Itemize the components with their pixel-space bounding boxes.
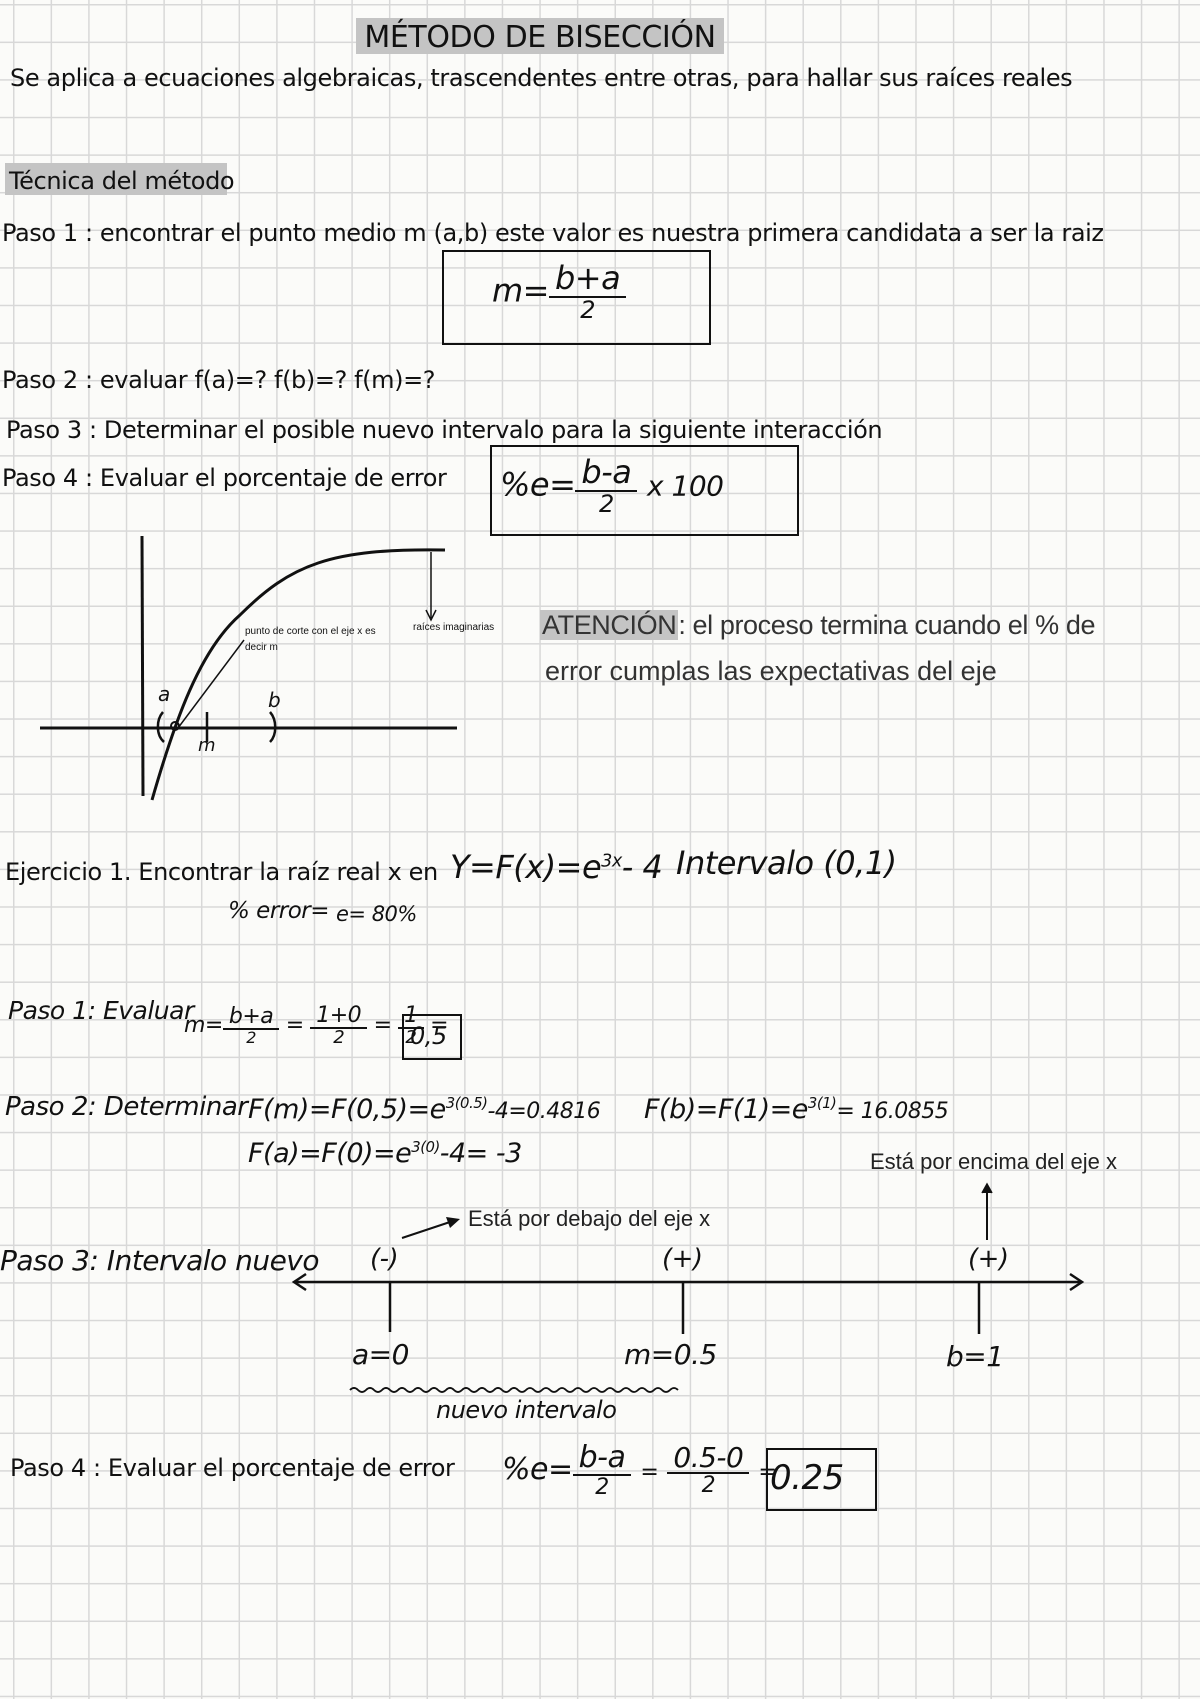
solution-step-1-frac2-num: 1+0 <box>310 1004 368 1030</box>
step-3-text: Paso 3 : Determinar el posible nuevo int… <box>6 416 883 444</box>
solution-step-1-eq1: = <box>285 1012 304 1038</box>
formula-e-box <box>490 445 799 536</box>
solution-step-4-label: Paso 4 : Evaluar el porcentaje de error <box>10 1454 455 1482</box>
step-2-text: Paso 2 : evaluar f(a)=? f(b)=? f(m)=? <box>2 366 436 394</box>
solution-step-1-label: Paso 1: Evaluar <box>8 996 194 1025</box>
solution-above-note: Está por encima del eje x <box>870 1149 1118 1174</box>
formula-e-denominator: 2 <box>599 489 614 518</box>
exercise-text: Ejercicio 1. Encontrar la raíz real x en <box>5 858 438 886</box>
solution-fb-rhs: = 16.0855 <box>836 1099 949 1124</box>
below-note-arrow-line <box>401 1219 457 1239</box>
page-title: MÉTODO DE BISECCIÓN <box>356 18 724 55</box>
above-note-arrow-head <box>981 1182 993 1194</box>
solution-fa: F(a)=F(0)=e3(0)-4= -3 <box>248 1138 522 1169</box>
formula-m-lhs: m= <box>492 271 549 310</box>
solution-step-1-frac2-den: 2 <box>333 1027 345 1049</box>
solution-fm: F(m)=F(0,5)=e3(0.5)-4=0.4816 <box>248 1094 601 1125</box>
step-4-text: Paso 4 : Evaluar el porcentaje de error <box>2 464 447 492</box>
section-heading: Técnica del método <box>5 163 235 195</box>
solution-fa-exp: 3(0) <box>411 1138 440 1156</box>
solution-fm-rhs: -4=0.4816 <box>487 1099 601 1124</box>
below-note-arrow-head <box>446 1217 460 1228</box>
solution-step-1-result: 0,5 <box>410 1022 447 1050</box>
number-line-label-a: a=0 <box>352 1338 409 1371</box>
sketch-annotation-imaginary: raíces imaginarias <box>413 622 495 633</box>
sketch-arrow-head <box>425 609 437 622</box>
number-line-sign-a: (-) <box>370 1244 399 1274</box>
formula-m-numerator: b+a <box>548 261 627 298</box>
attention-label: ATENCIÓN <box>540 610 679 640</box>
intro-text: Se aplica a ecuaciones algebraicas, tras… <box>10 64 1073 92</box>
sketch-y-axis <box>140 535 145 797</box>
solution-step-3-label: Paso 3: Intervalo nuevo <box>0 1244 320 1277</box>
exercise-function-rhs: - 4 <box>621 848 663 886</box>
solution-step-1-result-box <box>402 1014 462 1060</box>
exercise-interval: Intervalo (0,1) <box>676 844 897 882</box>
formula-m-denominator: 2 <box>580 295 595 324</box>
solution-step-1-frac1-num: b+a <box>222 1005 280 1031</box>
solution-step-1-eq3: = <box>430 1012 449 1038</box>
sketch-annotation-cut-line1: punto de corte con el eje x es <box>245 626 376 637</box>
number-line-sign-m: (+) <box>662 1244 703 1274</box>
solution-below-note: Está por debajo del eje x <box>468 1206 711 1231</box>
number-line-sign-b: (+) <box>968 1244 1009 1274</box>
number-line-right-arrow <box>1069 1272 1085 1292</box>
exercise-function: Y=F(x)=e3x- 4 <box>450 848 663 886</box>
solution-fm-exp: 3(0.5) <box>445 1094 488 1112</box>
solution-fa-rhs: -4= -3 <box>439 1138 523 1169</box>
attention-line1: : el proceso termina cuando el % de <box>678 610 1096 640</box>
exercise-function-lhs: Y=F(x)=e <box>450 848 602 886</box>
exercise-error-value: e= 80% <box>336 902 417 926</box>
solution-fa-lhs: F(a)=F(0)=e <box>248 1138 412 1169</box>
solution-step-4-result-box <box>766 1448 877 1511</box>
solution-fb-exp: 3(1) <box>807 1094 837 1112</box>
solution-step-4-result: 0.25 <box>770 1458 844 1498</box>
sketch-label-a: a <box>158 682 170 706</box>
solution-fm-lhs: F(m)=F(0,5)=e <box>248 1094 446 1125</box>
sketch-bracket-b <box>268 711 277 743</box>
attention-line2: error cumplas las expectativas del eje <box>545 656 997 686</box>
new-interval-wavy-underline <box>349 1387 679 1393</box>
sketch-label-b: b <box>268 688 281 712</box>
solution-step-4-frac2-den: 2 <box>701 1473 716 1499</box>
sketch-label-m: m <box>198 735 216 756</box>
solution-step-2-label: Paso 2: Determinar <box>5 1092 248 1122</box>
sketch-annotation-cut-line2: decir m <box>245 642 278 653</box>
exercise-error-label: % error= <box>228 898 330 924</box>
formula-e-tail: x 100 <box>647 469 724 503</box>
solution-step-4-frac1-den: 2 <box>595 1474 609 1500</box>
solution-step-1-frac3-den: 2 <box>405 1027 417 1049</box>
solution-step-4-frac2-num: 0.5-0 <box>667 1443 750 1475</box>
exercise-function-exponent: 3x <box>601 851 622 872</box>
formula-e-numerator: b-a <box>575 455 638 492</box>
sketch-pointer-line <box>177 639 245 729</box>
formula-e-lhs: %e= <box>500 465 576 504</box>
number-line-label-m: m=0.5 <box>624 1338 717 1371</box>
sketch-bracket-a <box>156 711 165 743</box>
solution-fb-lhs: F(b)=F(1)=e <box>644 1094 808 1125</box>
sketch-curve <box>150 548 446 801</box>
number-line-label-b: b=1 <box>946 1340 1004 1373</box>
sketch-root-marker <box>170 721 180 731</box>
solution-step-1-frac1-den: 2 <box>246 1028 256 1048</box>
formula-m-box <box>442 250 711 345</box>
step-1-text: Paso 1 : encontrar el punto medio m (a,b… <box>2 219 1104 247</box>
solution-step-1-m: m= <box>184 1012 223 1038</box>
solution-fb: F(b)=F(1)=e3(1)= 16.0855 <box>644 1094 949 1125</box>
solution-step-4-eq1: = <box>640 1459 659 1485</box>
solution-step-4-lhs: %e= <box>502 1451 573 1487</box>
solution-step-1-eq2: = <box>373 1012 392 1038</box>
attention-note: ATENCIÓN: el proceso termina cuando el %… <box>540 610 1095 641</box>
new-interval-label: nuevo intervalo <box>436 1396 617 1424</box>
solution-step-4-frac1-num: b-a <box>572 1442 632 1476</box>
